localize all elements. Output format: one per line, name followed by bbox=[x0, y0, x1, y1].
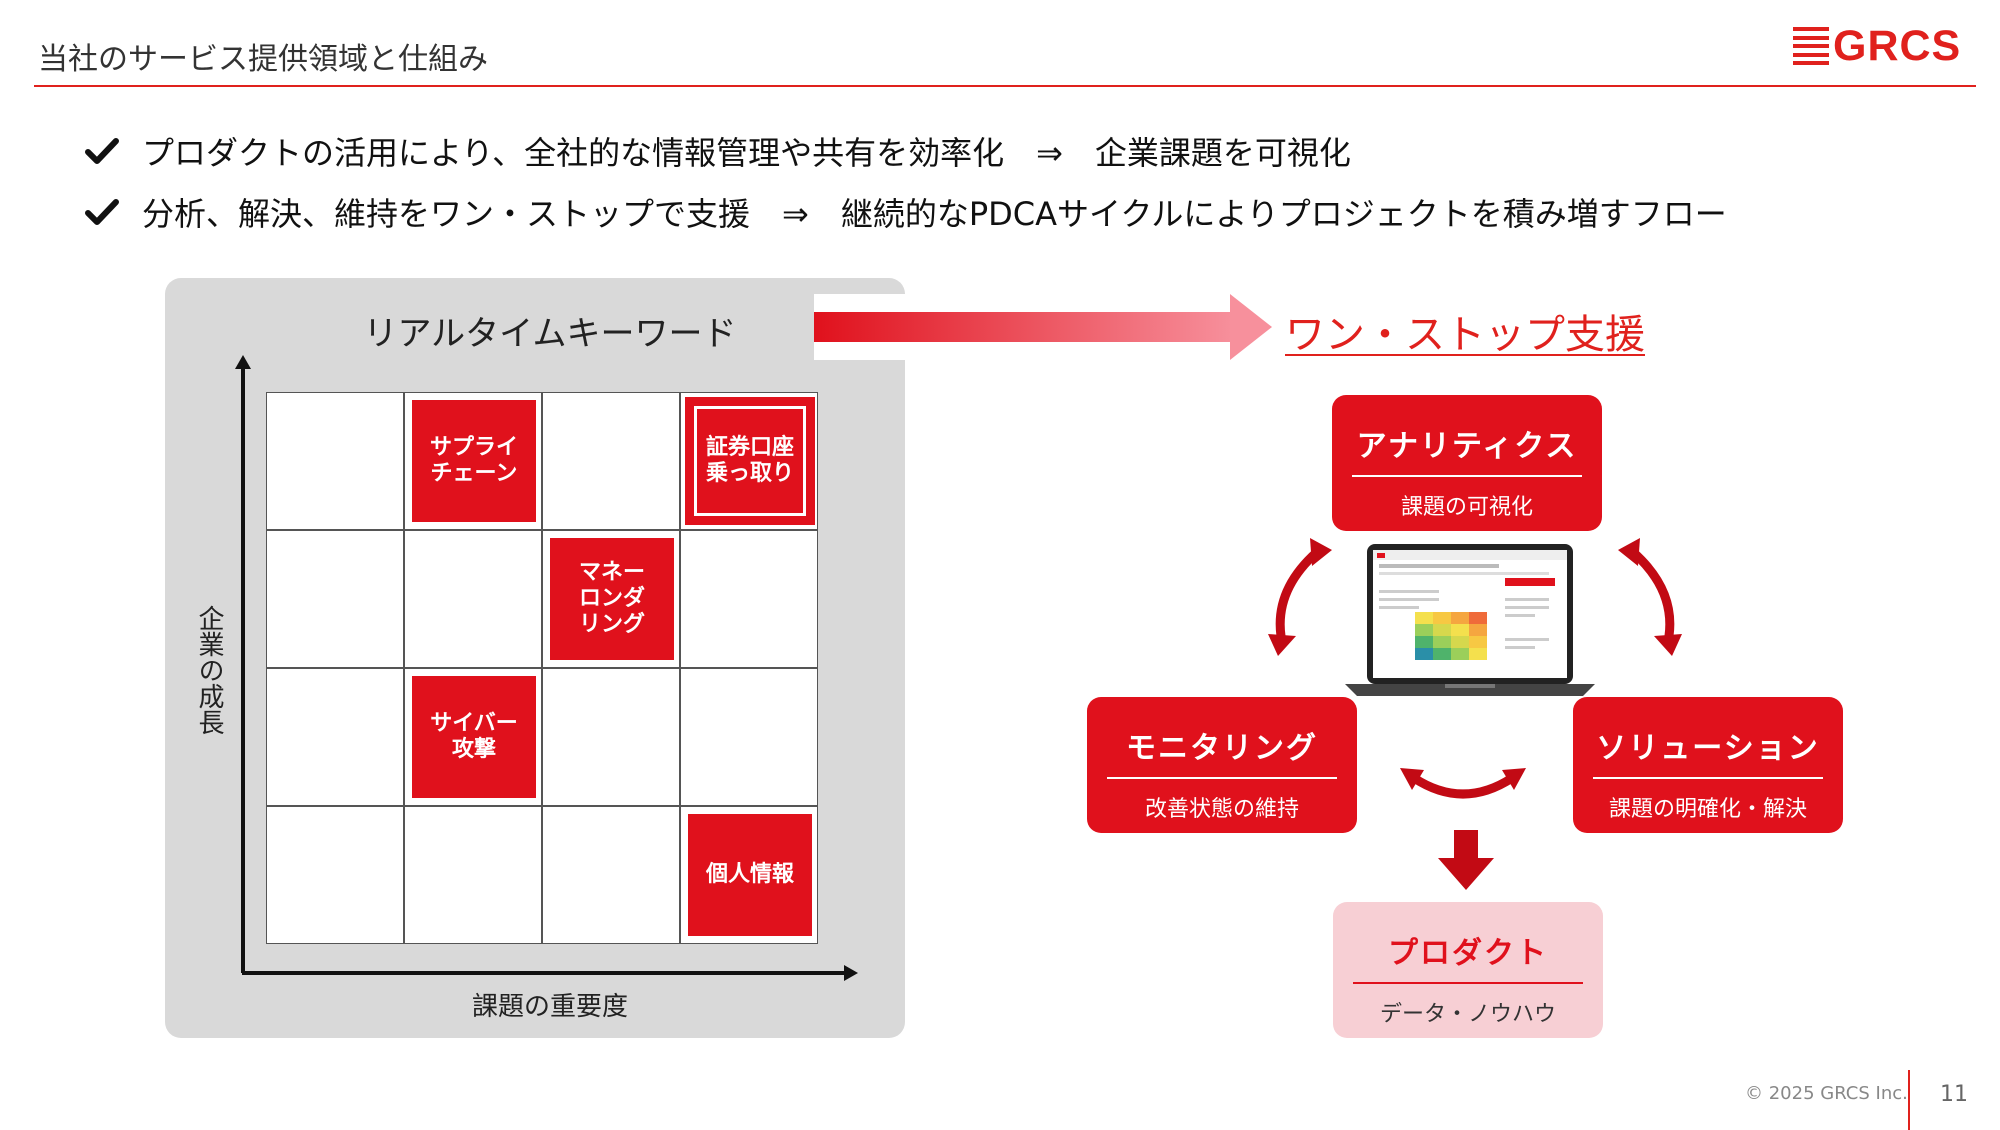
grid-cell bbox=[680, 530, 818, 668]
solution-title: ソリューション bbox=[1596, 731, 1820, 766]
cycle-arrow-right-icon bbox=[1618, 538, 1682, 656]
grid-cell bbox=[404, 806, 542, 944]
down-arrow-icon bbox=[1438, 830, 1494, 890]
y-axis-arrow-icon bbox=[235, 355, 251, 369]
footer-copyright: © 2025 GRCS Inc. bbox=[1745, 1083, 1908, 1104]
laptop-dashboard-icon bbox=[1345, 544, 1595, 696]
y-axis-label: 企業の成長 bbox=[194, 605, 224, 735]
arrow-composite bbox=[814, 294, 1234, 360]
product-box: プロダクト データ・ノウハウ bbox=[1333, 902, 1603, 1038]
monitoring-box: モニタリング 改善状態の維持 bbox=[1087, 697, 1357, 833]
matrix-axes bbox=[235, 355, 858, 981]
arrow-head-icon bbox=[1230, 294, 1272, 360]
logo-bars-icon bbox=[1793, 27, 1829, 65]
bullet-item-1: プロダクトの活用により、全社的な情報管理や共有を効率化 ⇒ 企業課題を可視化 bbox=[84, 128, 1351, 174]
tile-cyber-attack: サイバー 攻撃 bbox=[412, 676, 536, 798]
product-title: プロダクト bbox=[1388, 936, 1548, 971]
grid-cell bbox=[266, 806, 404, 944]
solution-subtitle: 課題の明確化・解決 bbox=[1608, 797, 1807, 822]
keyword-grid: サプライ チェーン 証券口座 乗っ取り マネー ロンダ リング サイバー 攻撃 … bbox=[266, 392, 821, 947]
page-number: 11 bbox=[1940, 1082, 1968, 1107]
bullet-text: プロダクトの活用により、全社的な情報管理や共有を効率化 ⇒ 企業課題を可視化 bbox=[142, 134, 1351, 172]
footer-divider bbox=[1908, 1070, 1910, 1130]
logo-text: GRCS bbox=[1833, 22, 1962, 70]
header-divider bbox=[34, 85, 1976, 87]
tile-personal-info: 個人情報 bbox=[688, 814, 812, 936]
check-icon bbox=[85, 138, 119, 164]
grid-cell bbox=[542, 806, 680, 944]
monitoring-subtitle: 改善状態の維持 bbox=[1144, 797, 1299, 822]
grid-cell bbox=[266, 392, 404, 530]
analytics-subtitle: 課題の可視化 bbox=[1400, 495, 1533, 520]
x-axis-arrow-icon bbox=[844, 965, 858, 981]
bullet-item-2: 分析、解決、維持をワン・ストップで支援 ⇒ 継続的なPDCAサイクルによりプロジ… bbox=[84, 189, 1727, 235]
tile-securities-account-takeover: 証券口座 乗っ取り bbox=[688, 400, 812, 522]
grid-cell bbox=[266, 668, 404, 806]
cycle-arrow-left-icon bbox=[1268, 538, 1332, 656]
tile-money-laundering: マネー ロンダ リング bbox=[550, 538, 674, 660]
matrix-title: リアルタイムキーワード bbox=[363, 314, 737, 354]
monitoring-title: モニタリング bbox=[1126, 731, 1318, 766]
product-subtitle: データ・ノウハウ bbox=[1379, 1002, 1556, 1027]
tile-supply-chain: サプライ チェーン bbox=[412, 400, 536, 522]
one-stop-heading: ワン・ストップ支援 bbox=[1285, 312, 1645, 358]
bullet-text: 分析、解決、維持をワン・ストップで支援 ⇒ 継続的なPDCAサイクルによりプロジ… bbox=[142, 195, 1727, 233]
grid-cell bbox=[404, 530, 542, 668]
x-axis-label: 課題の重要度 bbox=[471, 992, 628, 1022]
analytics-box: アナリティクス 課題の可視化 bbox=[1332, 395, 1602, 531]
grid-cell bbox=[542, 668, 680, 806]
cycle-arrow-bottom-icon bbox=[1400, 768, 1526, 799]
solution-box: ソリューション 課題の明確化・解決 bbox=[1573, 697, 1843, 833]
grid-cell bbox=[542, 392, 680, 530]
grid-cell bbox=[680, 668, 818, 806]
analytics-title: アナリティクス bbox=[1356, 429, 1578, 464]
check-icon bbox=[85, 199, 119, 225]
page-title: 当社のサービス提供領域と仕組み bbox=[38, 42, 488, 77]
grid-cell bbox=[266, 530, 404, 668]
grcs-logo: GRCS bbox=[1793, 24, 1961, 68]
